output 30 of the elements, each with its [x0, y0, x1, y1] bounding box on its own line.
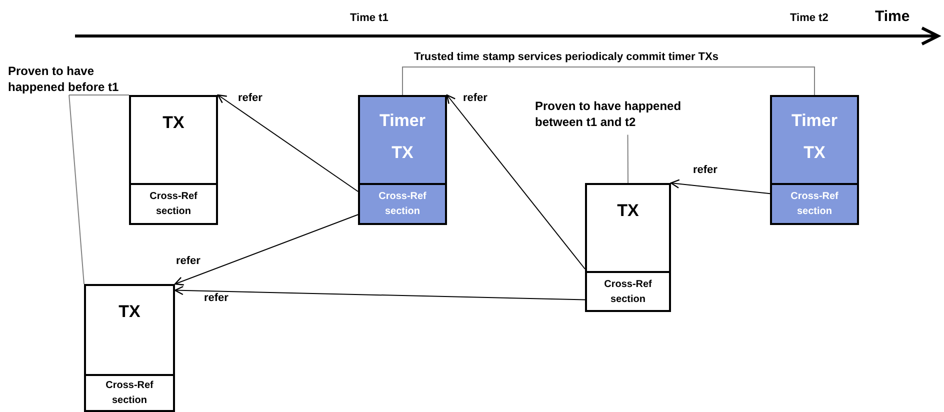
- note-text: Proven to have happened between t1 and t2: [535, 98, 710, 130]
- edge-label: Trusted time stamp services periodicaly commit timer TXs: [412, 51, 720, 63]
- leader-line: [68, 94, 130, 96]
- cross-ref-section: Cross-Ref section: [84, 374, 175, 412]
- timer-transaction-box: Timer TX Cross-Ref section: [358, 95, 447, 223]
- time-label: Time t1: [350, 12, 388, 24]
- note-text: Proven to have happened before t1: [8, 63, 150, 95]
- time-label: Time: [875, 8, 910, 25]
- transaction-box: TX Cross-Ref section: [129, 95, 218, 223]
- arrow: [217, 94, 358, 192]
- transaction-box: TX Cross-Ref section: [585, 183, 671, 310]
- edge-label: refer: [691, 164, 720, 176]
- cross-ref-section: Cross-Ref section: [770, 183, 859, 225]
- cross-ref-section: Cross-Ref section: [358, 183, 447, 225]
- arrow: [174, 286, 586, 300]
- time-label: Time t2: [790, 12, 828, 24]
- edge-label: refer: [236, 92, 264, 104]
- leader-line: [68, 94, 84, 284]
- arrow: [174, 214, 358, 286]
- leader-line: [627, 134, 628, 184]
- arrow: [670, 179, 770, 194]
- edge-label: refer: [174, 255, 202, 267]
- edge-label: refer: [461, 92, 490, 104]
- cross-ref-section: Cross-Ref section: [585, 271, 671, 312]
- bracket-connector: [402, 66, 815, 96]
- transaction-box: TX Cross-Ref section: [84, 284, 175, 410]
- edge-label: refer: [202, 292, 230, 304]
- arrow: [446, 94, 586, 270]
- timer-transaction-box: Timer TX Cross-Ref section: [770, 95, 859, 223]
- cross-ref-section: Cross-Ref section: [129, 183, 218, 225]
